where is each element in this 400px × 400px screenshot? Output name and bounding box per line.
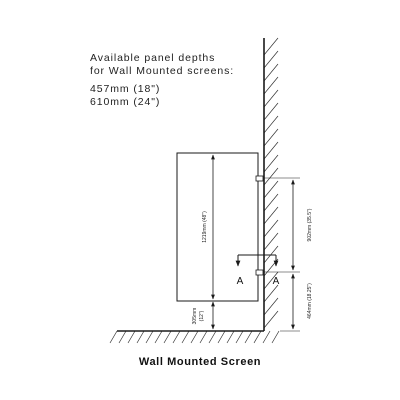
lower-wall-bracket — [255, 269, 264, 276]
bracket-height-label: 464mm (18.25") — [307, 283, 313, 319]
floor-clearance-label-line2: (12") — [199, 310, 205, 321]
section-mark-right: A — [273, 276, 280, 287]
depth-option-457: 457mm (18") — [90, 83, 161, 95]
depth-option-610: 610mm (24") — [90, 96, 161, 108]
info-heading-line1: Available panel depths — [90, 52, 216, 64]
diagram-caption: Wall Mounted Screen — [138, 356, 262, 368]
panel-height-label: 1219mm (48") — [202, 211, 208, 243]
floor-clearance-label-line1: 305mm — [192, 308, 198, 325]
screen-panel — [176, 152, 259, 302]
info-heading-line2: for Wall Mounted screens: — [90, 65, 235, 77]
upper-wall-bracket — [255, 175, 264, 182]
bracket-spacing-label: 902mm (35.5") — [307, 208, 313, 241]
floor-hatching — [109, 330, 280, 344]
section-mark-left: A — [237, 276, 244, 287]
section-cut-line — [235, 254, 279, 267]
